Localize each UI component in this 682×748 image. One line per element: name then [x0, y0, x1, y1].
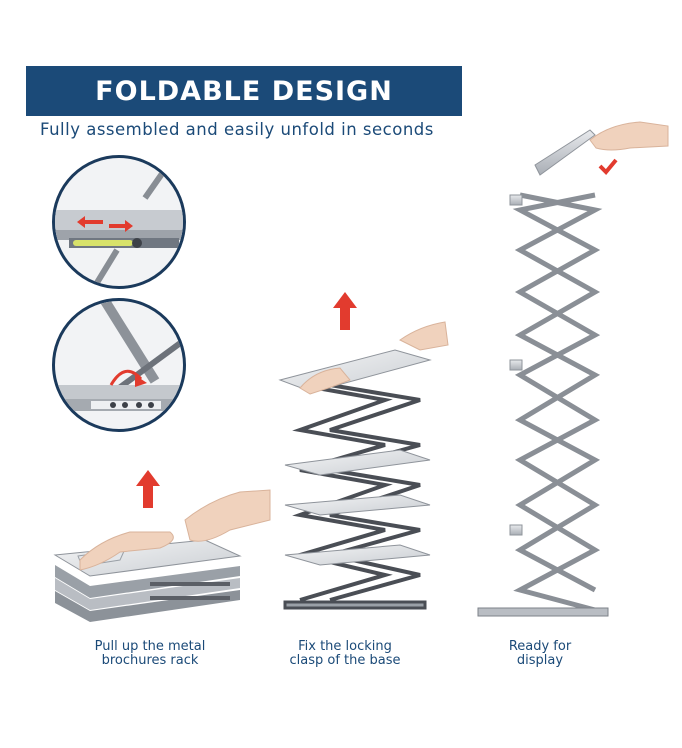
folded-rack-stack — [53, 539, 242, 622]
arrow-right-icon — [109, 220, 133, 232]
hand-illustration-1 — [79, 489, 271, 571]
curved-arrow-icon — [109, 369, 143, 386]
step-caption-3: Ready for display — [508, 639, 572, 668]
subtitle: Fully assembled and easily unfold in sec… — [40, 120, 434, 139]
detail-circle-locking-clasp — [52, 298, 186, 432]
step-caption-2: Fix the locking clasp of the base — [289, 639, 401, 668]
step-caption-1: Pull up the metal brochures rack — [94, 639, 206, 668]
title-banner: FOLDABLE DESIGN — [26, 66, 462, 116]
pull-up-arrow-icon-1 — [136, 470, 160, 508]
rack-base-step3 — [477, 607, 609, 617]
rack-shelves-step3 — [509, 129, 596, 536]
hand-illustration-2 — [299, 321, 449, 395]
fully-extended-rack — [512, 192, 603, 613]
pull-up-arrow-icon-2 — [333, 292, 357, 330]
arrow-left-icon — [77, 216, 103, 228]
slide-lock-illustration — [55, 158, 183, 286]
checkmark-icon — [598, 158, 618, 175]
locking-clasp-illustration — [55, 301, 183, 411]
rack-base-step2 — [283, 600, 427, 610]
hand-illustration-3 — [589, 121, 669, 151]
partially-unfolded-rack — [292, 383, 421, 602]
banner-title: FOLDABLE DESIGN — [95, 75, 393, 107]
detail-circle-slide-lock — [52, 155, 186, 289]
